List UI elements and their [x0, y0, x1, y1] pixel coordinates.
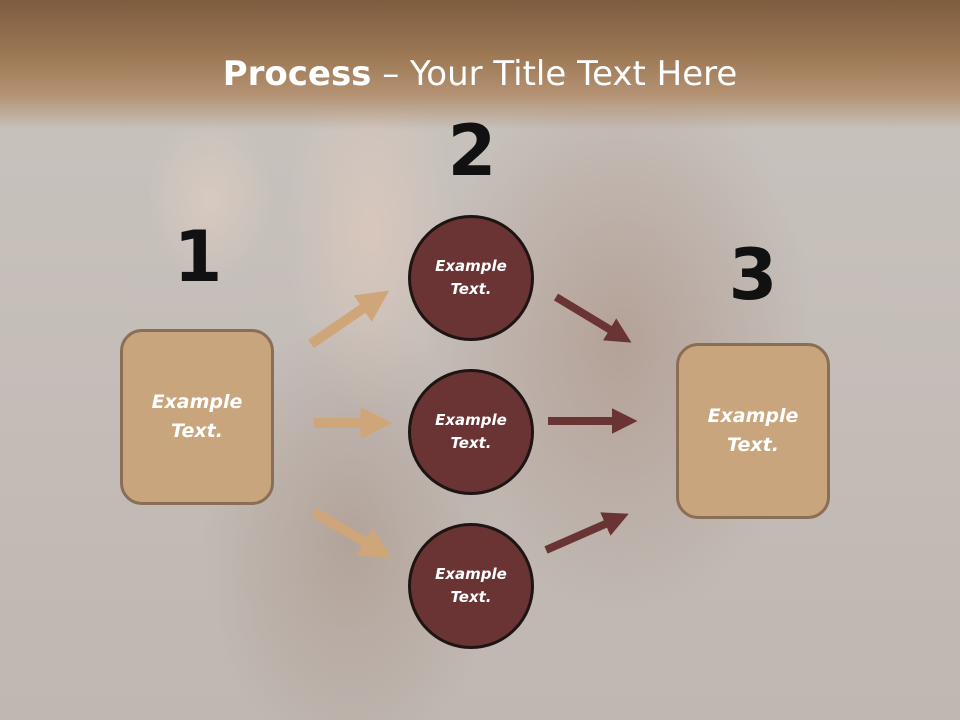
process-circle-middle-text: Example Text.: [435, 411, 507, 452]
arrow-start-to-top: [308, 290, 390, 349]
step-number-1: 1: [173, 216, 223, 298]
process-circle-bottom[interactable]: Example Text.: [408, 523, 534, 649]
start-box-text: Example Text.: [151, 391, 243, 442]
end-box[interactable]: Example Text.: [676, 343, 830, 519]
end-box-text: Example Text.: [707, 405, 799, 456]
step-number-2: 2: [447, 110, 497, 192]
process-circle-top[interactable]: Example Text.: [408, 215, 534, 341]
process-circle-middle[interactable]: Example Text.: [408, 369, 534, 495]
arrow-bottom-to-end: [544, 512, 629, 554]
header-band: [0, 0, 960, 130]
title-rest: – Your Title Text Here: [371, 54, 738, 94]
title-bold: Process: [222, 54, 372, 94]
process-circle-bottom-text: Example Text.: [435, 565, 507, 606]
step-number-3: 3: [728, 234, 778, 316]
arrow-top-to-end: [553, 293, 632, 343]
arrow-start-to-bottom: [311, 507, 393, 558]
slide-title[interactable]: Process – Your Title Text Here: [0, 52, 960, 96]
start-box[interactable]: Example Text.: [120, 329, 274, 505]
process-circle-top-text: Example Text.: [435, 257, 507, 298]
